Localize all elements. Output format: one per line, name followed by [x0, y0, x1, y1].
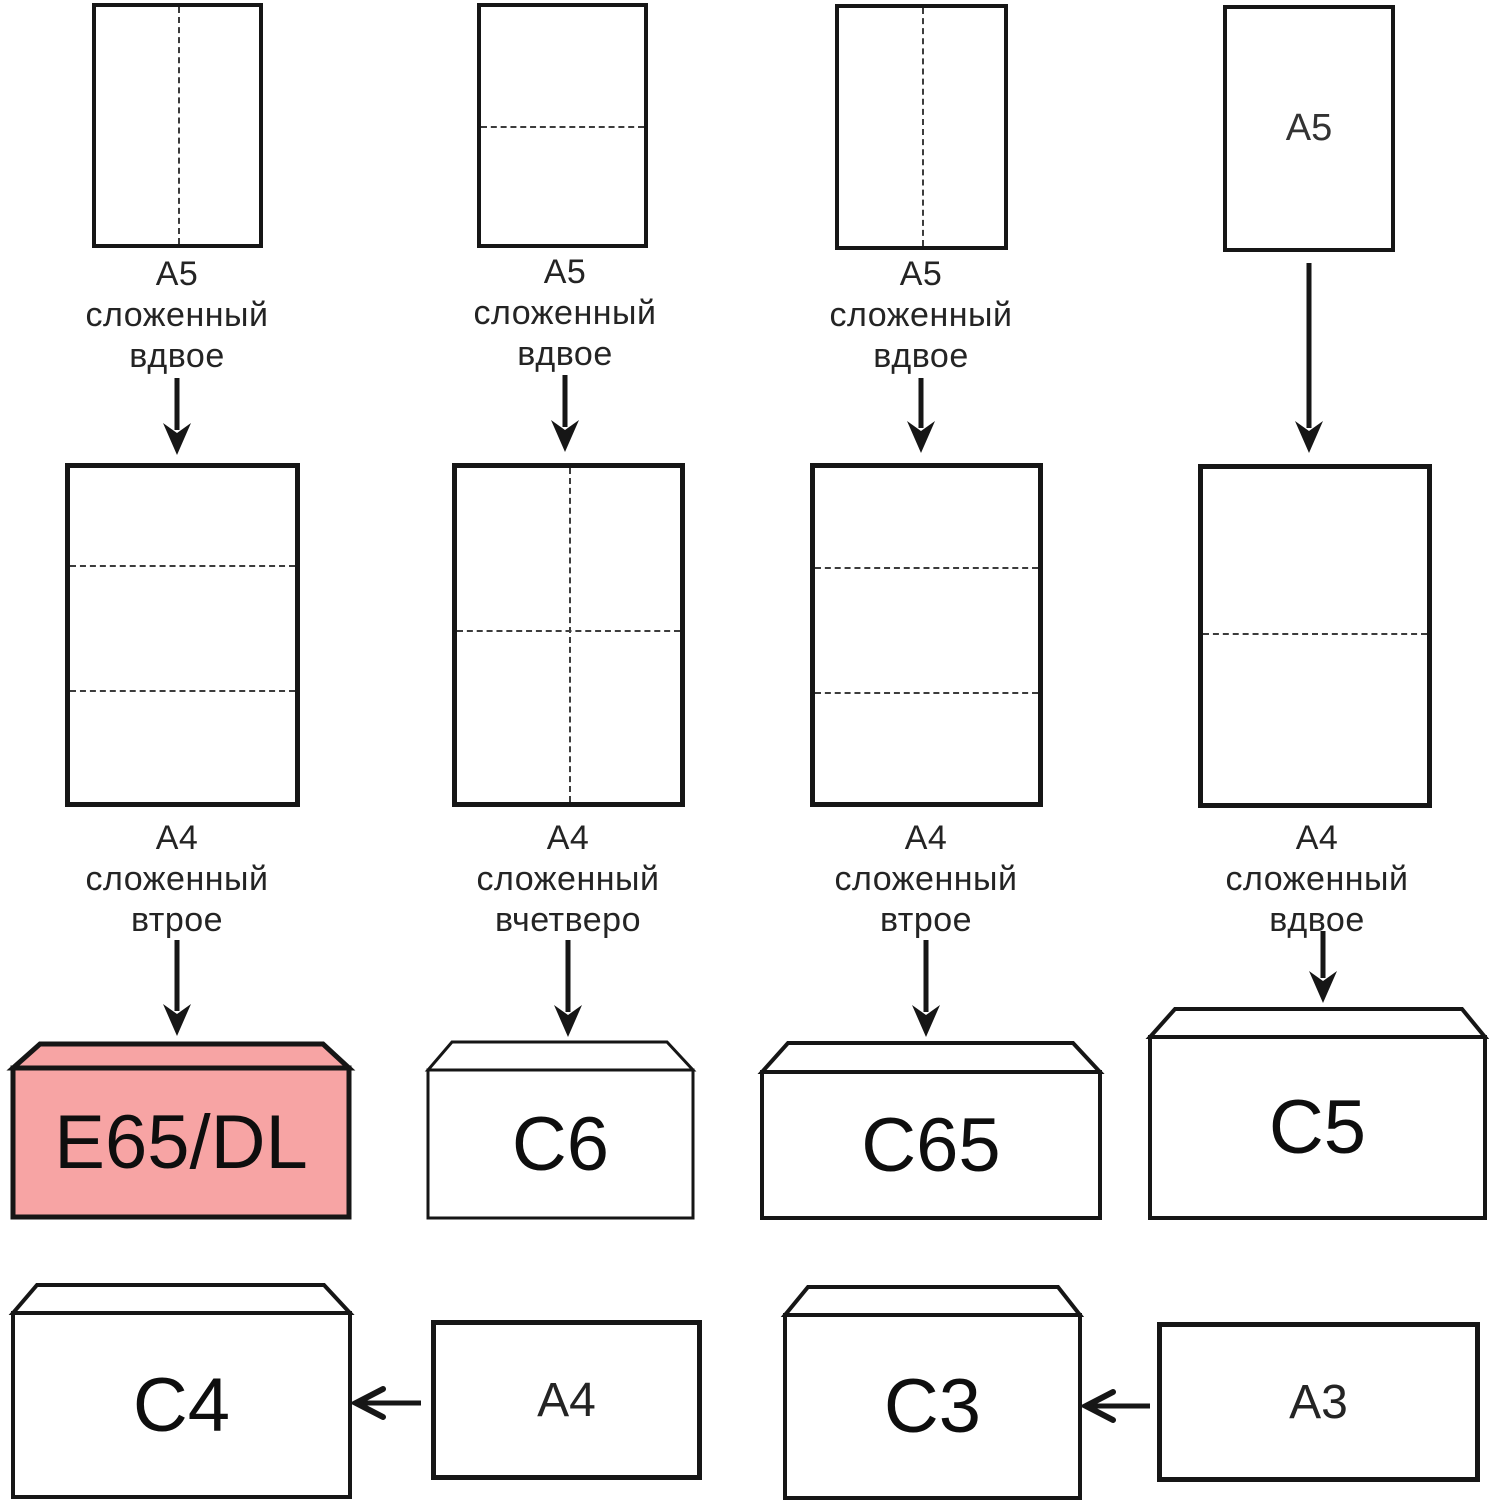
caption-line: сложенный [476, 860, 660, 898]
envelope-body [11, 1311, 352, 1499]
envelope-c65-shape [757, 1041, 1105, 1220]
envelope-label-c3: C3 [883, 1364, 982, 1449]
envelope-c3-shape [780, 1285, 1085, 1500]
fold-line-horizontal [70, 564, 295, 567]
caption-line: A5 [899, 255, 943, 293]
envelope-c5-shape [1145, 1007, 1490, 1220]
envelope-body [426, 1068, 695, 1220]
caption-line: A4 [546, 819, 590, 857]
fold-line-horizontal [457, 629, 680, 632]
arrow-down-to-c6 [554, 940, 582, 1037]
caption-line: A4 [155, 819, 199, 857]
arrow-down-col1 [163, 378, 191, 455]
fold-line-horizontal [70, 690, 295, 693]
caption-line: втрое [879, 901, 973, 939]
arrow-down-col2 [551, 375, 579, 452]
envelope-flap [8, 1283, 355, 1315]
fold-line-horizontal [481, 125, 644, 128]
caption-a5-col3: A5 сложенный вдвое [771, 254, 1071, 377]
fold-line-vertical [177, 7, 180, 244]
caption-a4-col1: A4 сложенный втрое [27, 818, 327, 941]
a4-sheet-col4 [1198, 464, 1432, 808]
envelope-c4-shape [8, 1283, 355, 1499]
envelope-body [10, 1065, 352, 1220]
caption-line: втрое [130, 901, 224, 939]
caption-a5-col1: A5 сложенный вдвое [27, 254, 327, 377]
a5-sheet-col4: A5 [1223, 5, 1395, 252]
caption-line: вдвое [873, 337, 969, 375]
a5-sheet-col1 [92, 3, 263, 248]
caption-line: вдвое [129, 337, 225, 375]
envelope-flap [1145, 1007, 1490, 1039]
caption-line: сложенный [85, 296, 269, 334]
caption-line: сложенный [473, 294, 657, 332]
caption-line: A4 [1295, 819, 1339, 857]
caption-a4-col3: A4 сложенный втрое [776, 818, 1076, 941]
envelope-body [760, 1070, 1102, 1220]
arrow-left-a4-to-c4 [349, 1386, 421, 1420]
a3-source-sheet [1157, 1322, 1480, 1482]
envelope-label-c5: C5 [1268, 1085, 1367, 1170]
arrow-down-to-e65dl [163, 940, 191, 1036]
a4-sheet-col1 [65, 463, 300, 807]
a4-source-sheet [431, 1320, 702, 1480]
fold-line-horizontal [815, 566, 1038, 569]
caption-line: вчетверо [494, 901, 641, 939]
fold-line-horizontal [815, 691, 1038, 694]
envelope-flap [780, 1285, 1085, 1317]
arrow-down-to-c65 [912, 940, 940, 1037]
caption-line: A4 [904, 819, 948, 857]
a5-sheet-col2 [477, 3, 648, 248]
caption-a5-col2: A5 сложенный вдвое [415, 252, 715, 375]
arrow-down-col3 [907, 378, 935, 453]
envelope-body [783, 1313, 1082, 1500]
envelope-c6-shape [424, 1040, 697, 1220]
a4-sheet-col3 [810, 463, 1043, 807]
envelope-label-e65dl: E65/DL [54, 1100, 308, 1185]
fold-line-vertical [921, 8, 924, 246]
caption-line: сложенный [834, 860, 1018, 898]
caption-line: A5 [543, 253, 587, 291]
arrow-down-to-c5 [1309, 931, 1337, 1003]
caption-a4-col2: A4 сложенный вчетверо [418, 818, 718, 941]
arrow-down-col4-long [1295, 263, 1323, 453]
a5-sheet-label: A5 [1285, 107, 1333, 149]
caption-line: сложенный [829, 296, 1013, 334]
envelope-flap [424, 1040, 697, 1072]
caption-a4-col4: A4 сложенный вдвое [1167, 818, 1467, 941]
envelope-body [1148, 1035, 1487, 1220]
caption-line: сложенный [1225, 860, 1409, 898]
a4-source-label: A4 [537, 1373, 596, 1427]
envelope-label-c6: C6 [511, 1101, 610, 1187]
envelope-label-c65: C65 [861, 1102, 1001, 1188]
caption-line: вдвое [517, 335, 613, 373]
a5-sheet-col3 [835, 4, 1008, 250]
a3-source-label: A3 [1289, 1375, 1348, 1429]
caption-line: A5 [155, 255, 199, 293]
caption-line: вдвое [1269, 901, 1365, 939]
fold-line-vertical [568, 468, 571, 802]
envelope-label-c4: C4 [132, 1362, 231, 1448]
fold-line-horizontal [1203, 632, 1427, 635]
a4-sheet-col2 [452, 463, 685, 807]
caption-line: сложенный [85, 860, 269, 898]
arrow-left-a3-to-c3 [1079, 1389, 1150, 1423]
envelope-e65dl-shape [6, 1041, 356, 1220]
envelope-flap [757, 1041, 1105, 1074]
envelope-flap [6, 1041, 356, 1071]
